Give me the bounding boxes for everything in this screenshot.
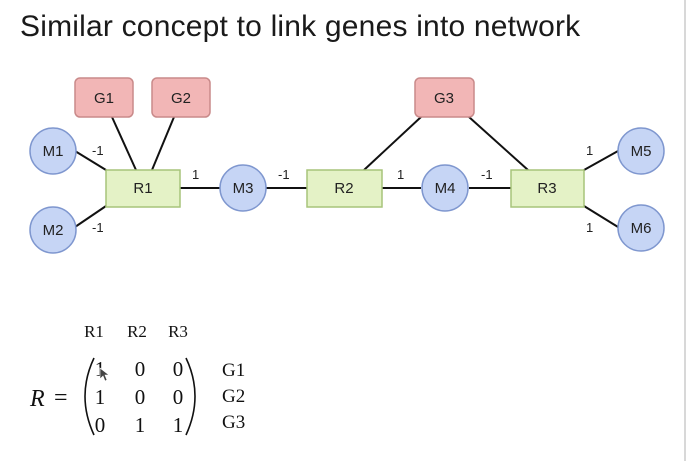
metabolite-node-m4 bbox=[421, 164, 469, 212]
gene-node-g1 bbox=[74, 77, 134, 118]
matrix-cell-3-3: 1 bbox=[173, 413, 184, 437]
edge-m1-r1 bbox=[74, 150, 107, 171]
edge-label-r2-m4: 1 bbox=[397, 167, 404, 182]
matrix-cell-2-1: 1 bbox=[95, 385, 106, 409]
matrix-col-header-r2: R2 bbox=[127, 322, 147, 341]
edge-g1-r1 bbox=[111, 116, 137, 171]
gene-label-g3: G3 bbox=[434, 90, 454, 107]
edge-label-m4-r3: -1 bbox=[481, 167, 493, 182]
matrix-right-paren bbox=[185, 357, 196, 436]
gene-nodes bbox=[74, 77, 475, 118]
metabolite-node-m3 bbox=[219, 164, 267, 212]
edge-label-r3-m6: 1 bbox=[586, 220, 593, 235]
metabolite-label-m3: M3 bbox=[233, 180, 254, 197]
matrix-col-header-r3: R3 bbox=[168, 322, 188, 341]
matrix-cell-1-3: 0 bbox=[173, 357, 184, 381]
metabolite-label-m1: M1 bbox=[43, 143, 64, 160]
matrix-symbol: R bbox=[29, 386, 45, 412]
matrix-equals: = bbox=[54, 385, 68, 411]
network-edges bbox=[74, 116, 619, 228]
edge-label-m3-r2: -1 bbox=[278, 167, 290, 182]
gene-reaction-matrix: R1 R2 R3 R = 1 0 0 1 0 0 0 1 1 G1 G2 G3 bbox=[29, 322, 245, 437]
matrix-row-label-g2: G2 bbox=[222, 386, 245, 407]
metabolite-nodes bbox=[29, 127, 665, 254]
matrix-cell-3-2: 1 bbox=[135, 413, 146, 437]
reaction-nodes bbox=[105, 169, 585, 208]
window-edge bbox=[684, 0, 686, 461]
edge-g3-r2 bbox=[363, 116, 422, 171]
gene-node-g3 bbox=[414, 77, 475, 118]
reaction-node-r1 bbox=[105, 169, 181, 208]
matrix-cell-2-3: 0 bbox=[173, 385, 184, 409]
edge-r3-m6 bbox=[583, 205, 619, 228]
edge-r3-m5 bbox=[583, 150, 619, 171]
matrix-cell-3-1: 0 bbox=[95, 413, 106, 437]
reaction-label-r2: R2 bbox=[334, 180, 353, 197]
matrix-left-paren bbox=[84, 357, 95, 436]
metabolite-label-m6: M6 bbox=[631, 220, 652, 237]
edge-label-m2-r1: -1 bbox=[92, 220, 104, 235]
reaction-node-r2 bbox=[306, 169, 383, 208]
mouse-cursor-icon bbox=[99, 367, 110, 382]
metabolite-label-m4: M4 bbox=[435, 180, 456, 197]
edge-g3-r3 bbox=[468, 116, 529, 171]
metabolite-label-m5: M5 bbox=[631, 143, 652, 160]
edge-label-r3-m5: 1 bbox=[586, 143, 593, 158]
matrix-cell-1-2: 0 bbox=[135, 357, 146, 381]
gene-label-g1: G1 bbox=[94, 90, 114, 107]
gene-label-g2: G2 bbox=[171, 90, 191, 107]
slide-title: Similar concept to link genes into netwo… bbox=[20, 10, 581, 43]
metabolite-node-m2 bbox=[29, 206, 77, 254]
matrix-row-label-g1: G1 bbox=[222, 360, 245, 381]
reaction-node-r3 bbox=[510, 169, 585, 208]
reaction-label-r3: R3 bbox=[537, 180, 556, 197]
metabolite-label-m2: M2 bbox=[43, 222, 64, 239]
metabolite-node-m1 bbox=[29, 127, 77, 175]
edge-label-m1-r1: -1 bbox=[92, 143, 104, 158]
edge-label-r1-m3: 1 bbox=[192, 167, 199, 182]
gene-node-g2 bbox=[151, 77, 211, 118]
edge-g2-r1 bbox=[151, 116, 175, 171]
matrix-row-label-g3: G3 bbox=[222, 412, 245, 433]
edge-labels: -1 -1 1 -1 1 -1 1 1 bbox=[92, 143, 593, 235]
edge-m2-r1 bbox=[74, 205, 107, 228]
matrix-cell-2-2: 0 bbox=[135, 385, 146, 409]
metabolite-node-m5 bbox=[617, 127, 665, 175]
matrix-col-header-r1: R1 bbox=[84, 322, 104, 341]
metabolite-node-m6 bbox=[617, 204, 665, 252]
reaction-label-r1: R1 bbox=[133, 180, 152, 197]
